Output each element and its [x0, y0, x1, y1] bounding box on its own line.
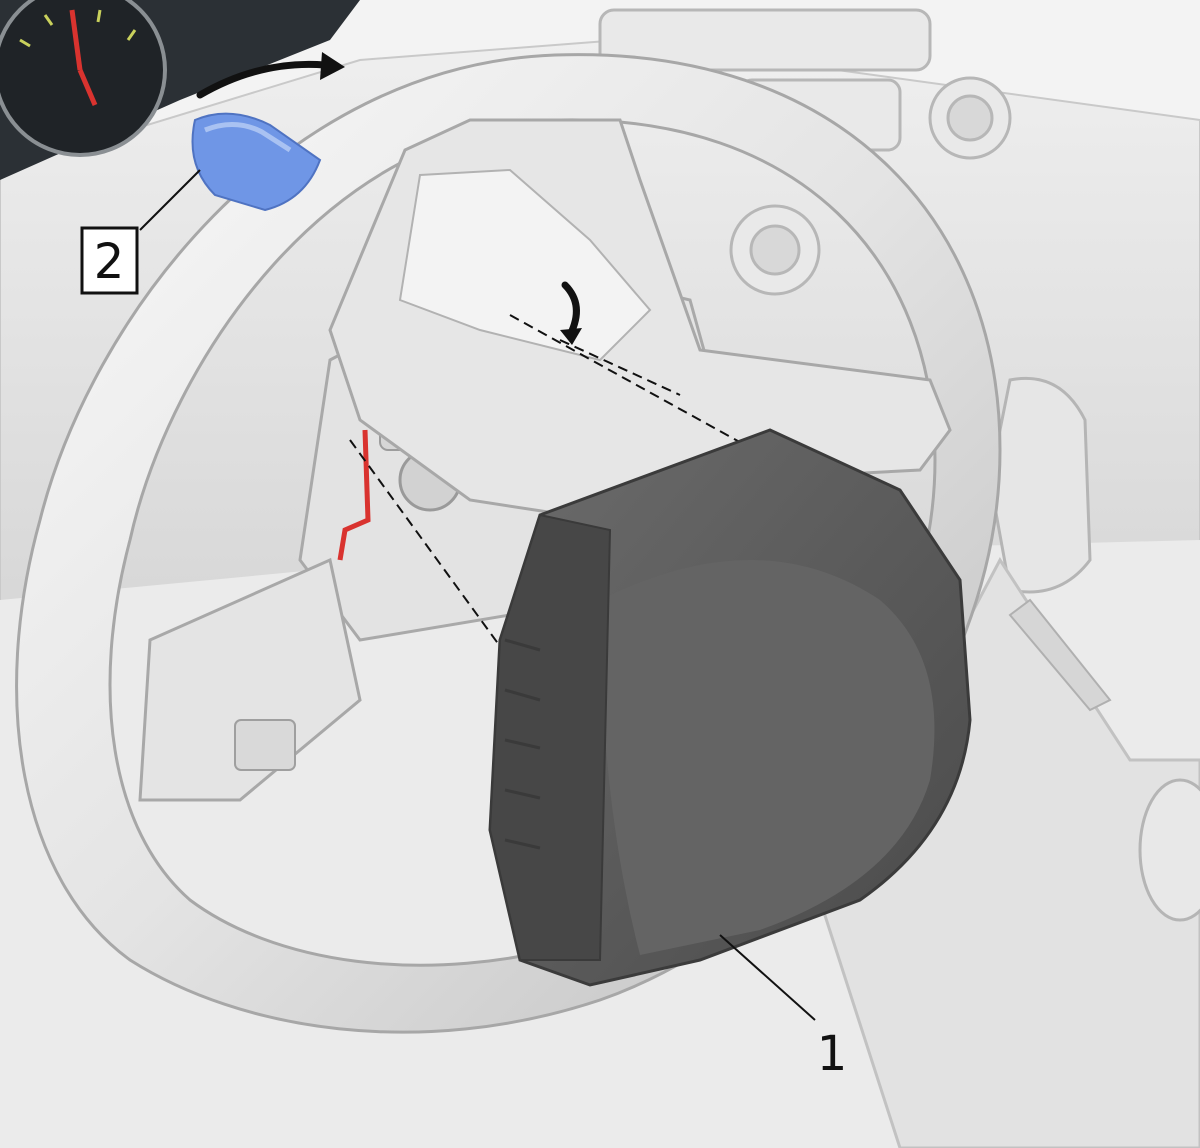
- leader-line-1: [719, 934, 816, 1021]
- airbag-module-icon: [488, 428, 972, 987]
- steering-wheel-icon: [15, 53, 1002, 1034]
- callout-2: 2: [80, 169, 201, 295]
- gauge-cluster-icon: [0, 0, 360, 180]
- callout-1: 1: [719, 934, 848, 1082]
- arrowheads: [320, 52, 582, 345]
- callout-label-1: 1: [817, 1026, 848, 1082]
- leader-line-2: [139, 169, 201, 231]
- callout-box-2: [80, 226, 139, 295]
- alignment-lines: [349, 314, 746, 661]
- callout-label-2: 2: [94, 234, 125, 290]
- release-tool-icon: [191, 112, 322, 212]
